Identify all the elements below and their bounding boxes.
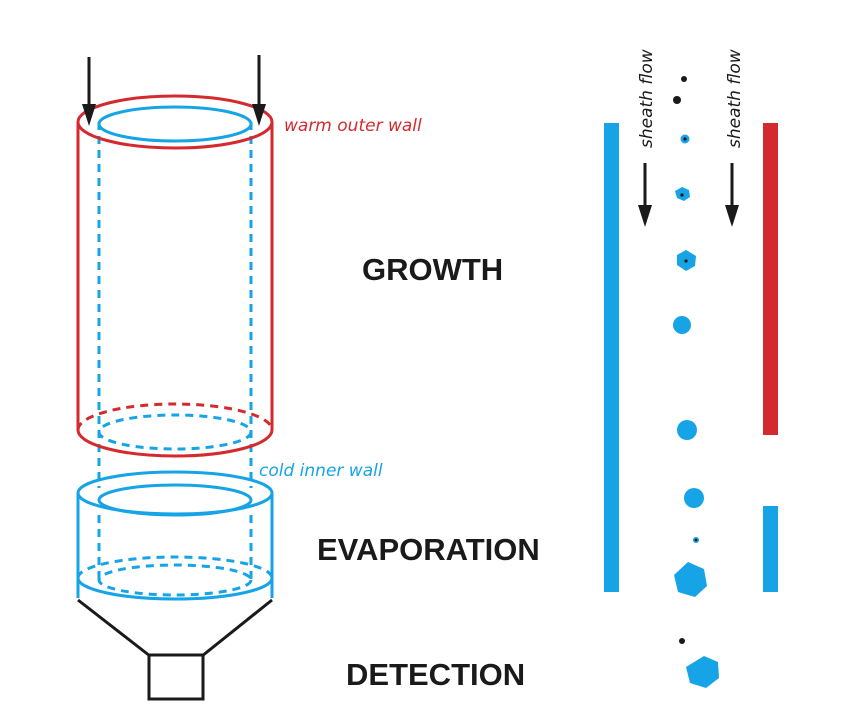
detector-box <box>147 653 205 701</box>
cold-inner-wall-label: cold inner wall <box>259 461 383 481</box>
warm-bottom-front <box>76 429 274 458</box>
growth-cylinder <box>76 94 274 458</box>
warm-wall-right-bar <box>763 123 778 435</box>
droplet <box>686 656 719 688</box>
growth-tube-apparatus: warm outer wall cold inner wall <box>76 55 422 701</box>
inlet-arrows <box>82 55 266 126</box>
evap-outer-bottom-back <box>76 555 274 579</box>
cold-wall-left-bar <box>604 123 619 592</box>
detector <box>77 598 273 701</box>
warm-bottom-back <box>76 402 274 431</box>
cold-inner-top-ellipse <box>97 105 253 143</box>
evaporation-cylinder <box>76 470 274 601</box>
particle-core-dot <box>684 259 688 263</box>
down-arrow-icon <box>252 104 266 126</box>
down-arrow-icon <box>82 104 96 126</box>
funnel-left-line <box>77 598 151 658</box>
particle-core-dot <box>694 538 698 542</box>
droplet <box>674 562 707 597</box>
stage-label-growth: GROWTH <box>362 252 503 287</box>
cross-section-schematic: sheath flow sheath flow <box>604 49 778 688</box>
cold-inner-bottom-ellipse <box>97 413 253 451</box>
particle-core-dot <box>681 76 687 82</box>
evap-inner-bottom <box>97 563 253 597</box>
particle-core-dot <box>683 137 687 141</box>
droplet <box>684 488 704 508</box>
particle-core-dot <box>680 193 684 197</box>
down-arrow-icon <box>638 205 652 227</box>
droplet <box>673 316 691 334</box>
particle-core-dot <box>679 638 685 644</box>
cold-wall-right-bar <box>763 506 778 592</box>
stage-label-evaporation: EVAPORATION <box>317 532 540 567</box>
warm-outer-wall-label: warm outer wall <box>284 116 422 136</box>
stage-label-detection: DETECTION <box>346 657 525 692</box>
funnel-right-line <box>201 598 273 658</box>
inner-tube-dashed-walls <box>97 122 253 582</box>
sheath-flow-label-right: sheath flow <box>725 49 745 148</box>
particle-sequence <box>673 76 719 688</box>
evap-outer-bottom-front <box>76 577 274 601</box>
sheath-flow-label-left: sheath flow <box>637 49 657 148</box>
particle-core-dot <box>673 96 681 104</box>
evap-inner-top <box>97 483 253 517</box>
droplet <box>677 420 697 440</box>
down-arrow-icon <box>725 205 739 227</box>
